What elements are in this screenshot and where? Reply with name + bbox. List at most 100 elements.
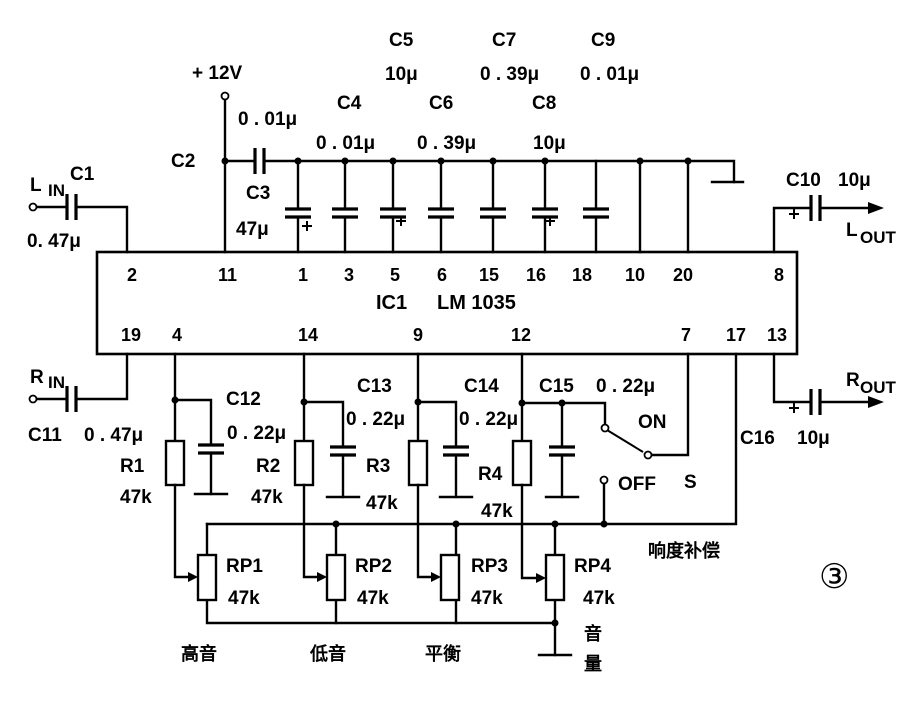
pin-11: 11 (218, 265, 237, 285)
supply-and-bus (220, 91, 745, 254)
ic1-ref: IC1 (376, 292, 407, 314)
l-in-subscript: IN (48, 181, 65, 200)
ic1-body (95, 250, 799, 356)
rp1-function-label: 高音 (181, 643, 217, 665)
c12-value: 0 . 22μ (227, 423, 286, 444)
c16-value: 10μ (797, 428, 830, 449)
pin-4: 4 (172, 325, 182, 345)
pin-8: 8 (774, 265, 784, 285)
r3-value: 47k (366, 493, 398, 514)
pin-18: 18 (572, 265, 592, 285)
c13-ref: C13 (357, 376, 392, 397)
switch-off-label: OFF (618, 474, 656, 495)
ic1-part-number: LM 1035 (437, 292, 516, 314)
r-input-circuit (28, 352, 129, 412)
c1-ref: C1 (70, 164, 95, 185)
r4-value: 47k (481, 501, 513, 522)
c14-value: 0 . 22μ (459, 409, 518, 430)
l-in-label: L (30, 175, 42, 196)
l-output-circuit (772, 195, 884, 254)
figure-number: ③ (819, 557, 849, 597)
rp3-ref: RP3 (471, 556, 508, 577)
rp4-function-label-1: 音 (584, 623, 602, 645)
c5-ref: C5 (389, 30, 414, 51)
c8-ref: C8 (532, 93, 556, 114)
c15-ref: C15 (539, 376, 574, 397)
c2-ref: C2 (171, 151, 195, 172)
pin-17: 17 (726, 325, 746, 345)
c4-ref: C4 (337, 93, 362, 114)
volume-branch (511, 352, 690, 602)
c8-value: 10μ (533, 133, 566, 154)
c11-ref: C11 (28, 425, 62, 446)
c10-ref: C10 (786, 170, 821, 191)
l-input-circuit (28, 194, 129, 254)
balance-branch (407, 352, 474, 602)
pin-16: 16 (526, 265, 546, 285)
c4-value: 0 . 01μ (316, 133, 375, 154)
rp4-value: 47k (583, 588, 615, 609)
r4-ref: R4 (478, 464, 503, 485)
c12-ref: C12 (226, 389, 261, 410)
pin-6: 6 (437, 265, 447, 285)
pin-19: 19 (121, 325, 141, 345)
pin-1: 1 (298, 265, 308, 285)
rp2-ref: RP2 (355, 556, 392, 577)
pin-15: 15 (479, 265, 499, 285)
rp3-value: 47k (471, 588, 503, 609)
pin-12: 12 (511, 325, 531, 345)
pin-3: 3 (344, 265, 354, 285)
pin-7: 7 (681, 325, 691, 345)
c10-value: 10μ (838, 170, 871, 191)
loudness-compensation-label: 响度补偿 (648, 540, 720, 562)
switch-ref: S (684, 472, 697, 493)
switch-on-label: ON (638, 412, 667, 433)
c15-value: 0 . 22μ (596, 376, 655, 397)
pin-10: 10 (625, 265, 645, 285)
c11-value: 0 . 47μ (84, 425, 143, 446)
c9-ref: C9 (591, 30, 615, 51)
rp1-ref: RP1 (226, 556, 263, 577)
c5-value: 10μ (385, 64, 418, 85)
c6-value: 0 . 39μ (417, 133, 476, 154)
pin-13: 13 (767, 325, 787, 345)
c7-value: 0 . 39μ (480, 64, 539, 85)
rp4-function-label-2: 量 (584, 653, 602, 675)
pin-9: 9 (413, 325, 423, 345)
r1-ref: R1 (120, 456, 145, 477)
c16-ref: C16 (740, 428, 775, 449)
r1-value: 47k (120, 487, 152, 508)
l-out-label: L (846, 220, 858, 241)
pin-14: 14 (298, 325, 318, 345)
pin-2: 2 (127, 265, 137, 285)
r2-value: 47k (251, 487, 283, 508)
rp4-ref: RP4 (574, 556, 611, 577)
r-in-subscript: IN (48, 373, 65, 392)
c14-ref: C14 (464, 376, 499, 397)
rp2-value: 47k (357, 588, 389, 609)
rp2-function-label: 低音 (309, 643, 346, 665)
c3-value: 47μ (236, 219, 269, 240)
pin-5: 5 (390, 265, 400, 285)
treble-branch (164, 352, 229, 602)
supply-label: + 12V (192, 63, 243, 84)
bus-capacitors (285, 159, 609, 254)
r2-ref: R2 (256, 456, 280, 477)
c2-value: 0 . 01μ (238, 109, 297, 130)
c7-ref: C7 (492, 30, 516, 51)
bass-branch (293, 352, 361, 602)
r-out-subscript: OUT (860, 378, 897, 397)
r-output-circuit (772, 352, 884, 415)
c9-value: 0 . 01μ (580, 64, 639, 85)
r3-ref: R3 (366, 456, 390, 477)
control-bus (205, 352, 738, 657)
r-in-label: R (30, 367, 44, 388)
c1-value: 0. 47μ (27, 231, 81, 252)
r-out-label: R (846, 370, 860, 391)
l-out-subscript: OUT (860, 228, 897, 247)
pin-20: 20 (673, 265, 693, 285)
rp3-function-label: 平衡 (425, 643, 461, 665)
c6-ref: C6 (429, 93, 453, 114)
c13-value: 0 . 22μ (346, 409, 405, 430)
